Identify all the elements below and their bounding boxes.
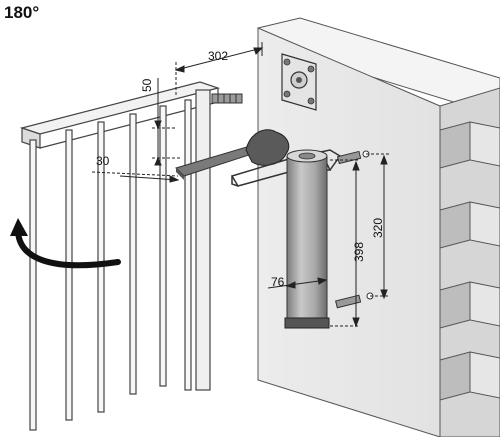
dimension-50 <box>152 78 180 166</box>
wall-notches <box>439 121 471 401</box>
dimension-398 <box>330 159 360 328</box>
dimension-302-label: 302 <box>208 49 228 63</box>
dimension-30-label: 30 <box>96 154 110 168</box>
hinge-bolt <box>211 93 243 104</box>
dimension-398-label: 398 <box>352 242 366 262</box>
dimension-50-label: 50 <box>140 78 154 92</box>
opening-angle-title: 180° <box>4 3 40 22</box>
curved-arrow-icon <box>10 218 121 269</box>
dimension-76-label: 76 <box>271 275 285 289</box>
gate-leaf <box>19 81 221 431</box>
closer-cylinder <box>284 149 330 329</box>
wall-pillar <box>257 17 500 438</box>
dimension-30 <box>91 171 180 183</box>
wall-bolt-upper <box>336 150 370 165</box>
dimension-320-label: 320 <box>371 218 385 238</box>
dimension-302 <box>174 42 264 96</box>
dimension-76 <box>267 277 328 289</box>
closer-arm <box>175 129 342 187</box>
dimension-320 <box>366 153 390 300</box>
mounting-plate <box>281 53 317 111</box>
